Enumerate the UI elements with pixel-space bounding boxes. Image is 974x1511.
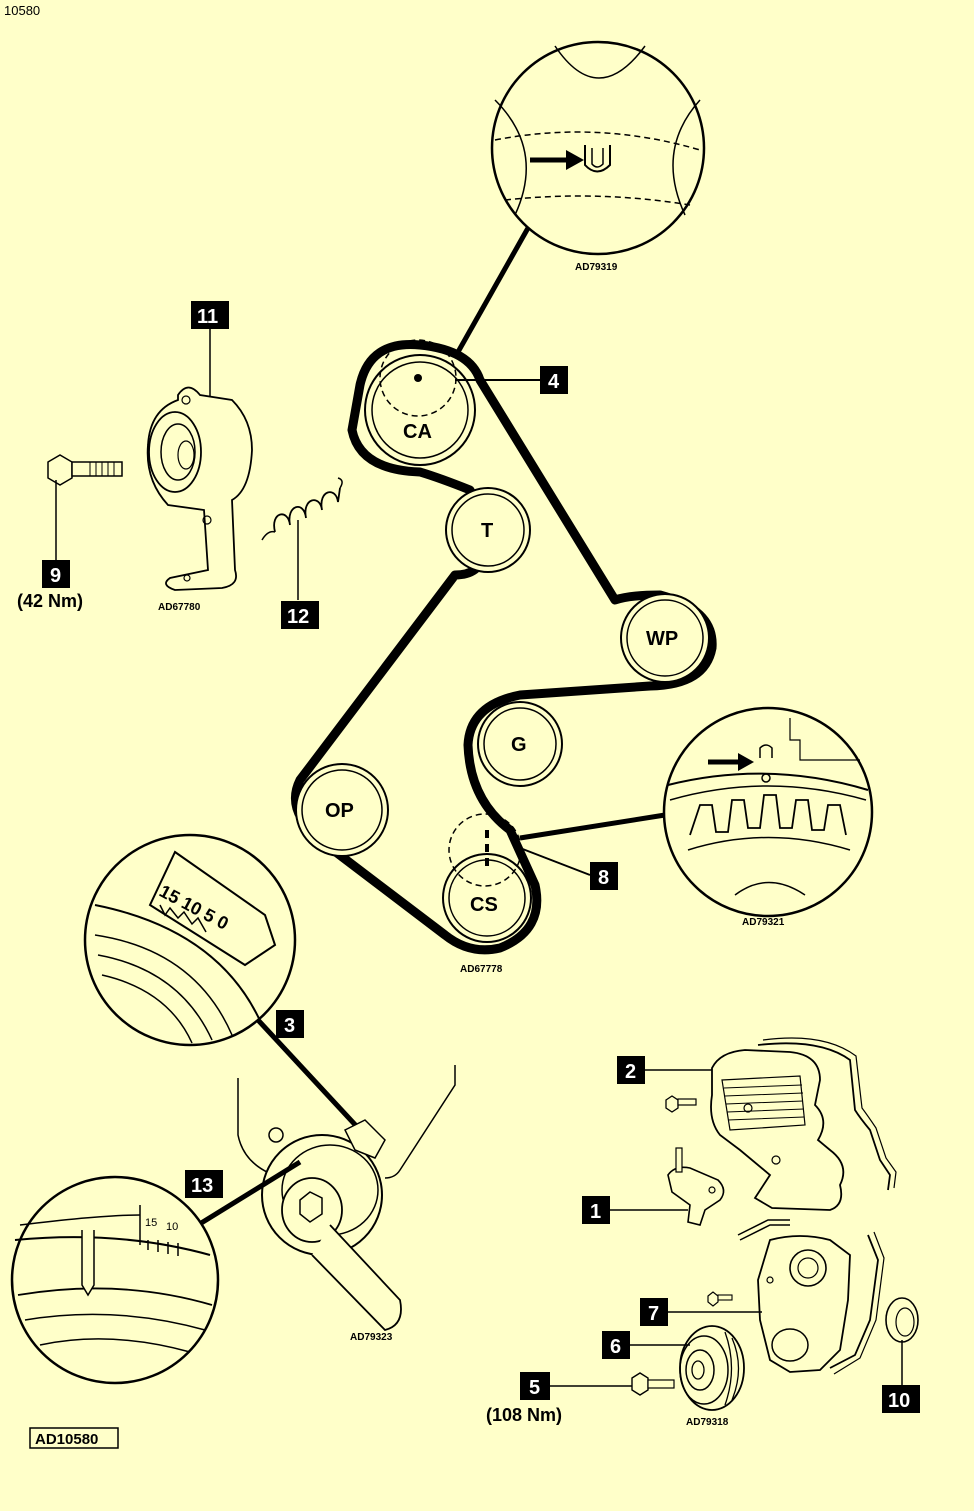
tension-tool-assembly: AD79323 — [237, 1065, 456, 1343]
inset-cam-code: AD79319 — [575, 262, 618, 273]
callout-11: 11 — [191, 301, 229, 329]
sensor-1 — [667, 1147, 725, 1226]
spring-12 — [261, 477, 343, 600]
callout-11-label: 11 — [197, 306, 218, 328]
callout-13-label: 13 — [191, 1175, 213, 1197]
callout-13: 13 — [185, 1170, 223, 1198]
pulley-cs: CS — [442, 813, 532, 943]
bolt-9 — [47, 454, 123, 560]
callout-7: 7 — [640, 1298, 668, 1326]
inset-crank-code: AD79321 — [742, 917, 785, 928]
small-bolt-7 — [707, 1291, 733, 1307]
pulley-op-label: OP — [325, 800, 354, 822]
callout-12-label: 12 — [287, 606, 309, 628]
callout-12: 12 — [281, 601, 319, 629]
torque-9: (42 Nm) — [17, 591, 83, 611]
pulley-ca: CA — [364, 339, 476, 466]
pulley-ca-label: CA — [403, 421, 432, 443]
callout-6-label: 6 — [610, 1336, 621, 1358]
callout-3-label: 3 — [284, 1015, 295, 1037]
scale-small-b: 10 — [166, 1221, 178, 1233]
callout-9-label: 9 — [50, 565, 61, 587]
callout-7-label: 7 — [648, 1303, 659, 1325]
scale-inset: 15 10 — [10, 1159, 302, 1385]
lower-cover — [737, 1219, 885, 1375]
crank-pulley-6: AD79318 — [679, 1325, 745, 1428]
callout-10-label: 10 — [888, 1390, 910, 1412]
callout-9: 9 — [42, 560, 70, 588]
tensioner-assembly: AD67780 — [146, 328, 253, 613]
callout-5: 5 — [520, 1372, 550, 1400]
callout-8: 8 — [590, 862, 618, 890]
callout-6: 6 — [602, 1331, 630, 1359]
camshaft-inset: AD79319 — [455, 40, 706, 354]
pulley-op: OP — [295, 763, 389, 857]
callout-10: 10 — [882, 1385, 920, 1413]
bottom-code-box: AD10580 — [29, 1427, 119, 1449]
pulley-g: G — [477, 701, 563, 787]
pulley-wp-label: WP — [646, 628, 678, 650]
pulley-wp: WP — [620, 593, 710, 683]
pulley-cs-label: CS — [470, 894, 498, 916]
tensioner-code: AD67780 — [158, 602, 201, 613]
callout-1-label: 1 — [590, 1201, 601, 1223]
tension-tool-code: AD79323 — [350, 1332, 393, 1343]
callout-4: 4 — [540, 366, 568, 394]
pulley-t: T — [445, 487, 531, 573]
crank-inset: AD79321 — [519, 706, 874, 928]
callout-2: 2 — [617, 1056, 645, 1084]
upper-cover — [710, 1037, 897, 1211]
top-code: 10580 — [4, 3, 40, 18]
callout-5-label: 5 — [529, 1377, 540, 1399]
gauge-inset: 15 10 5 0 — [83, 833, 362, 1132]
callout-3: 3 — [276, 1010, 304, 1038]
pulley-g-label: G — [511, 734, 527, 756]
pulley-t-label: T — [481, 520, 493, 542]
callout-4-label: 4 — [548, 371, 560, 393]
crank-bolt-5 — [631, 1372, 675, 1396]
bottom-code: AD10580 — [35, 1431, 98, 1448]
belt-layout-code: AD67778 — [460, 964, 503, 975]
plug-10 — [885, 1297, 919, 1385]
scale-small-a: 15 — [145, 1217, 157, 1229]
small-bolt-2 — [665, 1095, 697, 1113]
covers-code: AD79318 — [686, 1417, 729, 1428]
callout-8-label: 8 — [598, 867, 609, 889]
torque-5: (108 Nm) — [486, 1405, 562, 1425]
callout-1: 1 — [582, 1196, 610, 1224]
callout-2-label: 2 — [625, 1061, 636, 1083]
